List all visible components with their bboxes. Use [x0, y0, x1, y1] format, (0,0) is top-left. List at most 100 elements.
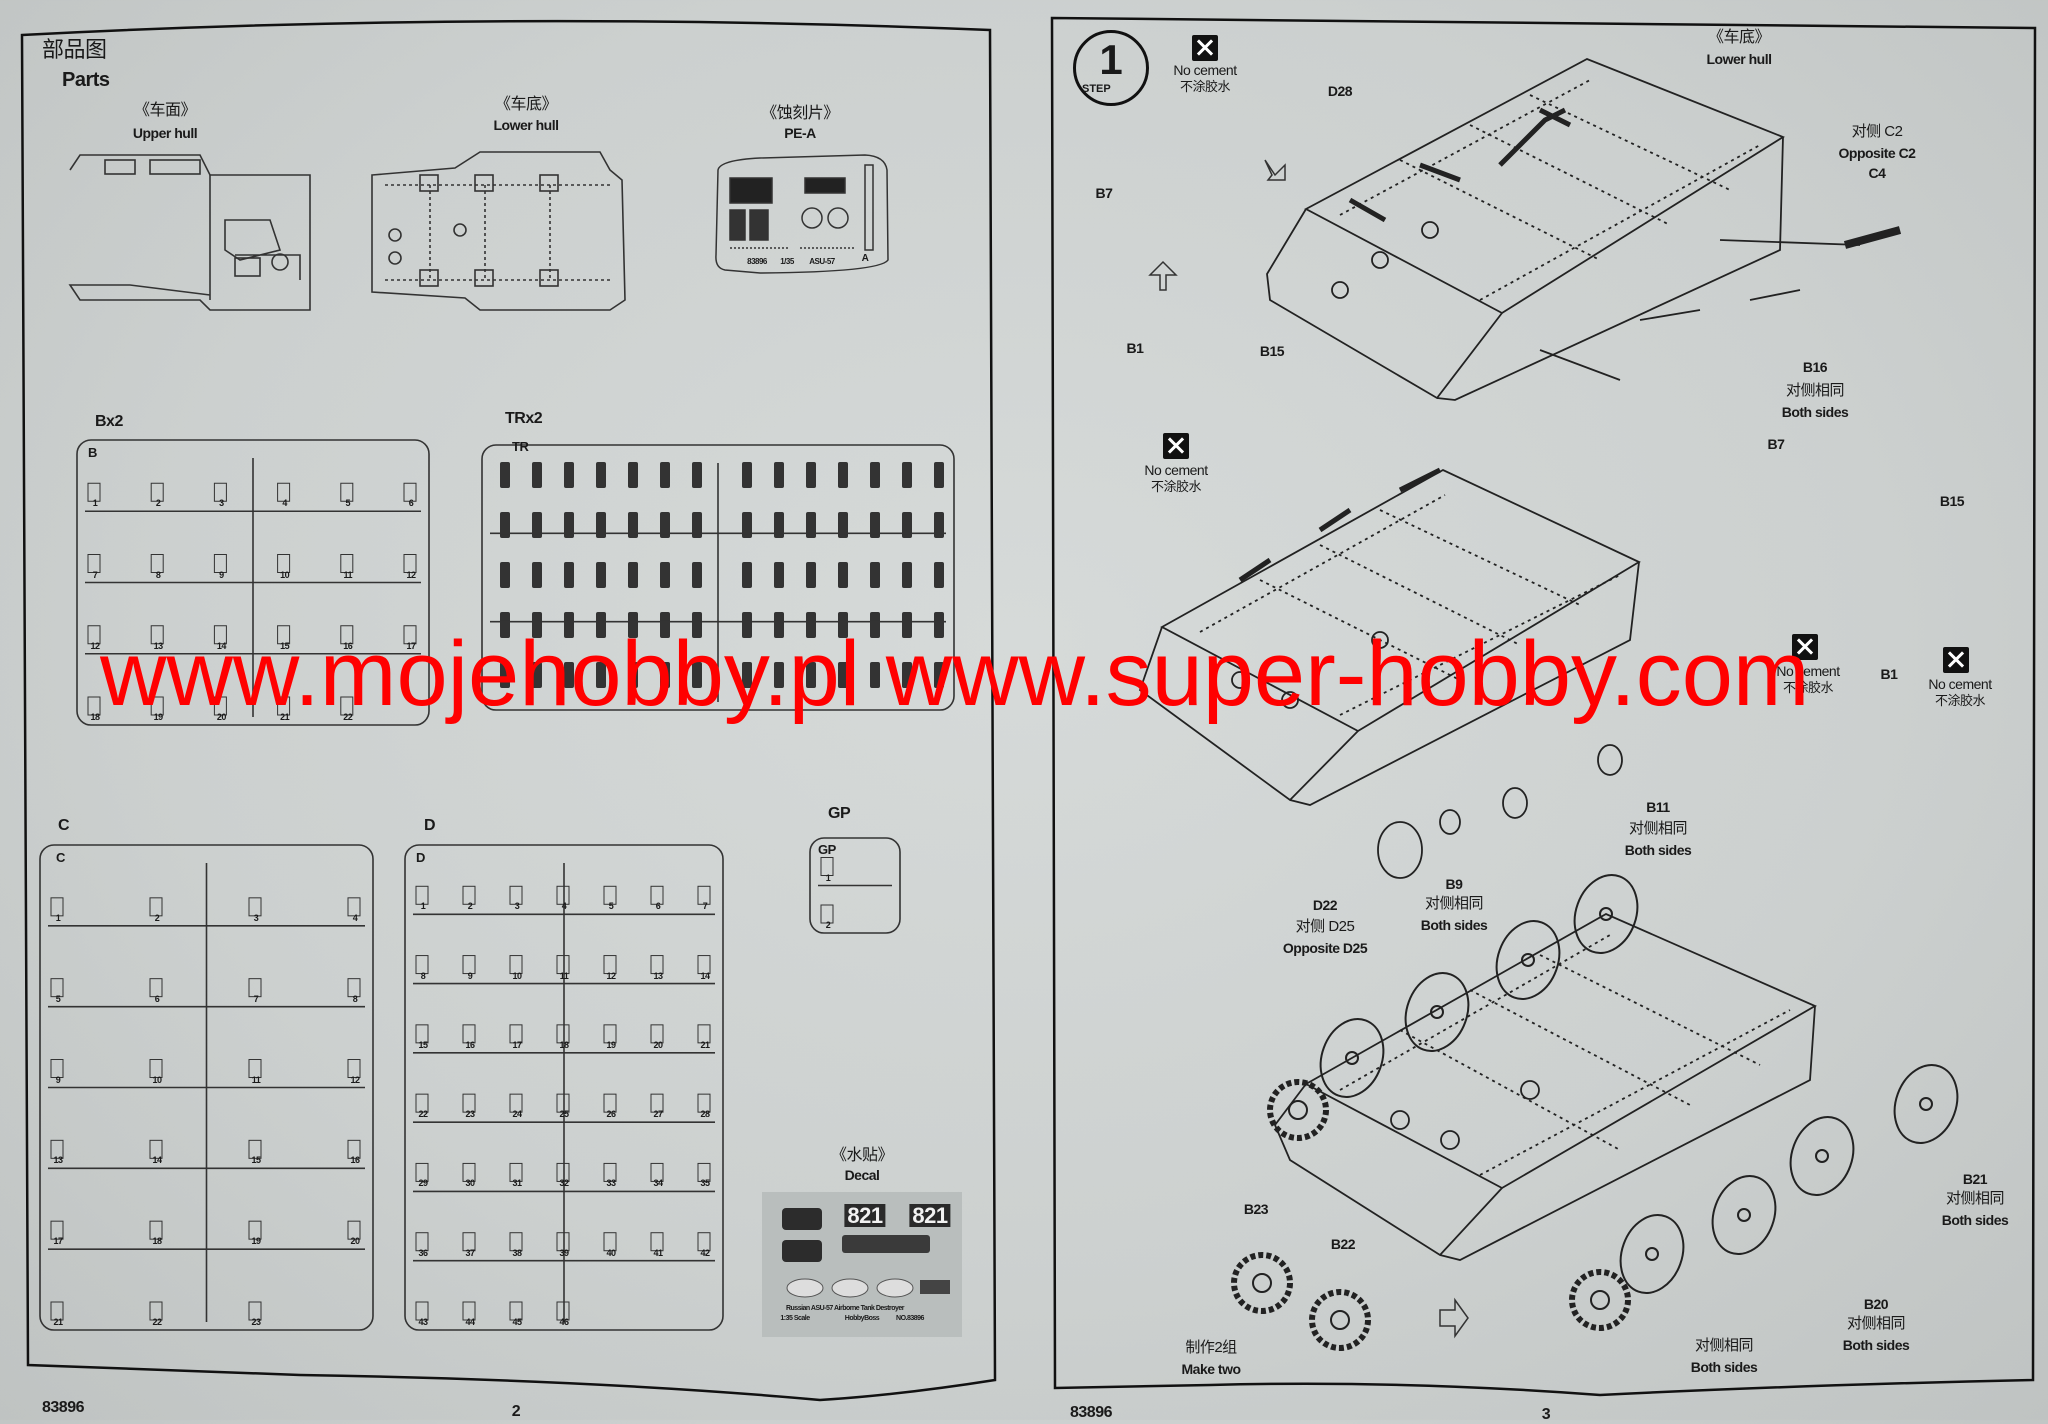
sprue-b-frame — [76, 439, 430, 726]
part — [462, 885, 476, 905]
part — [509, 1162, 523, 1182]
callout-b23: B23 — [1243, 1201, 1269, 1217]
part-number: 13 — [153, 640, 164, 651]
part — [50, 978, 64, 998]
part — [650, 1162, 664, 1182]
track-link — [838, 562, 848, 588]
part-number: 1 — [55, 912, 61, 923]
track-link — [774, 662, 784, 688]
callout-b1-right: B1 — [1880, 666, 1898, 682]
sprocket-wheel — [1309, 1289, 1371, 1351]
part — [509, 885, 523, 905]
no-cement-4: No cement — [1928, 676, 1992, 692]
track-link — [870, 462, 880, 488]
track-link — [660, 612, 670, 638]
callout-b21-cn: 对侧相同 — [1945, 1190, 2005, 1207]
part-number: 20 — [653, 1039, 663, 1050]
part — [697, 1232, 711, 1252]
track-link — [870, 662, 880, 688]
sprocket-wheel — [1569, 1269, 1631, 1331]
part — [509, 955, 523, 975]
part-number: 42 — [700, 1247, 710, 1258]
track-link — [660, 562, 670, 588]
hull-view-2 — [1138, 467, 1641, 879]
part-number: 9 — [55, 1074, 61, 1085]
no-cement-2-cn: 不涂胶水 — [1150, 479, 1202, 494]
part-number: 25 — [559, 1109, 569, 1120]
part — [415, 1162, 429, 1182]
part-number: 35 — [700, 1178, 710, 1189]
sprocket-hub — [1288, 1100, 1308, 1120]
track-link — [660, 512, 670, 538]
wheel-hub — [1737, 1208, 1751, 1222]
part — [650, 955, 664, 975]
track-link — [774, 512, 784, 538]
decal-caption-title: Russian ASU-57 Airborne Tank Destroyer — [785, 1305, 905, 1312]
decal-caption-brand: HobbyBoss — [844, 1315, 880, 1322]
track-link — [934, 562, 944, 588]
part — [87, 482, 101, 502]
part — [556, 1093, 570, 1113]
part — [150, 482, 164, 502]
part — [50, 1220, 64, 1240]
track-link — [564, 512, 574, 538]
track-link — [500, 562, 510, 588]
sprue-c-label: C — [58, 817, 70, 834]
part — [340, 696, 354, 716]
part-number: 16 — [343, 640, 353, 651]
road-wheel — [1319, 1018, 1385, 1098]
track-link — [500, 462, 510, 488]
part-number: 3 — [219, 498, 224, 509]
callout-b11-cn: 对侧相同 — [1628, 820, 1688, 837]
part — [556, 1024, 570, 1044]
part-number: 3 — [514, 901, 520, 912]
part-number: 6 — [408, 498, 414, 509]
callout-b16-both: Both sides — [1781, 404, 1849, 420]
callout-b11: B11 — [1646, 799, 1670, 815]
track-link — [934, 512, 944, 538]
part-number: 15 — [280, 640, 290, 651]
no-cement-3: No cement — [1776, 663, 1840, 679]
part — [340, 625, 354, 645]
track-link — [934, 662, 944, 688]
part — [650, 1093, 664, 1113]
part-number: 45 — [512, 1317, 522, 1327]
part-number: 10 — [152, 1074, 162, 1085]
track-link — [838, 512, 848, 538]
pe-mark-model: ASU-57 — [809, 257, 835, 266]
track-link — [500, 512, 510, 538]
track-link — [532, 462, 542, 488]
track-links — [500, 462, 944, 688]
callout-b7-mid: B7 — [1767, 436, 1785, 452]
part — [697, 1024, 711, 1044]
sprue-tr-label: TRx2 — [505, 410, 543, 427]
part-number: 36 — [418, 1247, 428, 1258]
part — [213, 625, 227, 645]
part — [50, 1139, 64, 1159]
part — [697, 1093, 711, 1113]
pe-mark-scale: 1/35 — [780, 257, 794, 266]
callout-b16: B16 — [1802, 359, 1828, 375]
part — [50, 1301, 64, 1321]
track-link — [902, 562, 912, 588]
part-number: 17 — [406, 640, 416, 651]
part — [415, 885, 429, 905]
track-link — [838, 462, 848, 488]
make-two: Make two — [1181, 1361, 1241, 1377]
right-page-number: 3 — [1541, 1406, 1551, 1423]
part-number: 17 — [512, 1039, 522, 1050]
part-number: 6 — [154, 993, 160, 1004]
wheel-hub — [1430, 1005, 1444, 1019]
upper-hull-label-cn: 《车面》 — [133, 102, 197, 119]
sprocket-wheel — [1231, 1252, 1293, 1314]
callout-b16-cn: 对侧相同 — [1785, 382, 1845, 399]
road-wheel — [1495, 920, 1561, 1000]
track-link — [742, 512, 752, 538]
track-link — [628, 562, 638, 588]
track-link — [742, 462, 752, 488]
part-number: 18 — [90, 712, 100, 722]
part — [248, 1059, 262, 1078]
upper-hull-label: Upper hull — [132, 125, 198, 141]
track-link — [870, 512, 880, 538]
